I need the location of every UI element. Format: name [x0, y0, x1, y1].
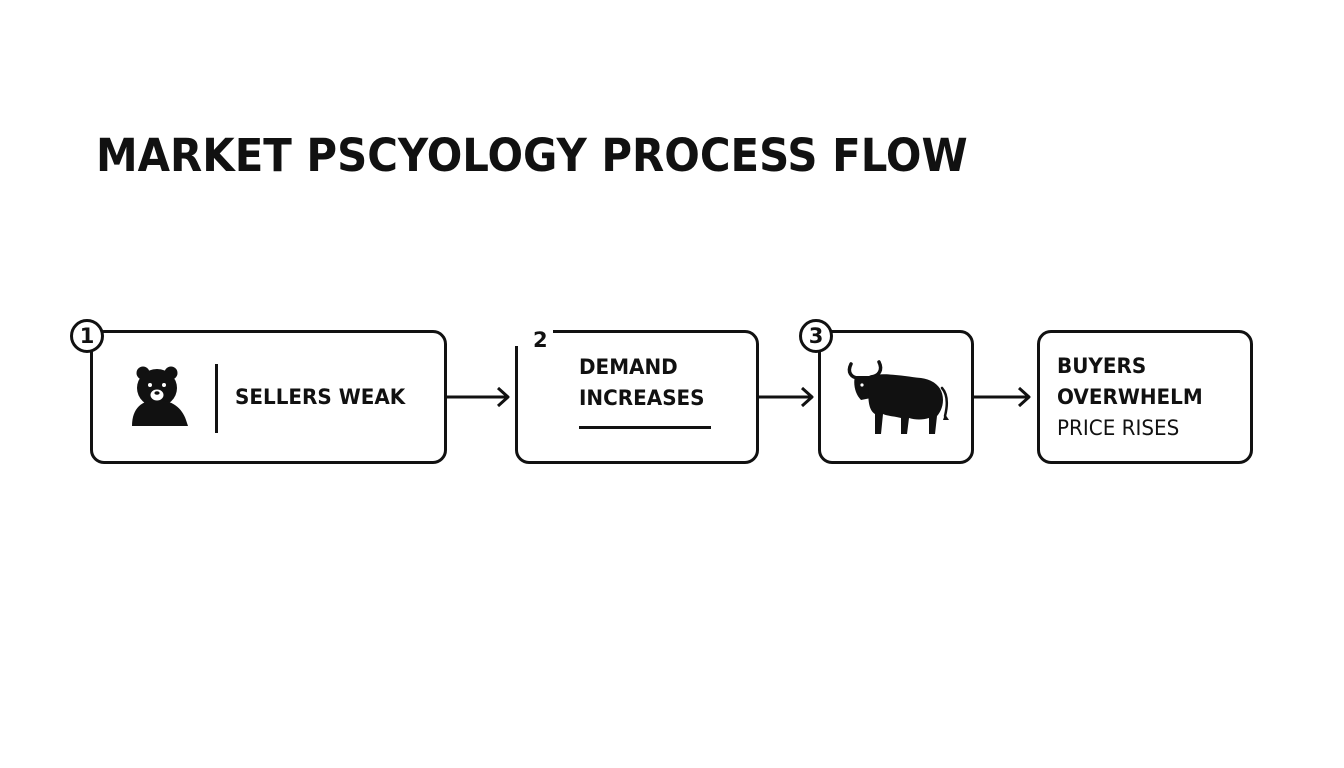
step-1-label: SELLERS WEAK — [235, 385, 406, 409]
arrow-1-to-2 — [446, 386, 510, 408]
step-2-left-tick — [515, 346, 518, 358]
step-1-divider — [215, 364, 218, 433]
step-4-label-line3: PRICE RISES — [1057, 416, 1180, 440]
step-4-label-line1: BUYERS — [1057, 354, 1147, 378]
step-2-underline — [579, 426, 711, 429]
step-2-label-line2: INCREASES — [579, 386, 705, 410]
arrow-3-to-4 — [973, 386, 1031, 408]
step-2-label-line1: DEMAND — [579, 355, 678, 379]
arrow-2-to-3 — [758, 386, 814, 408]
diagram-title: MARKET PSCYOLOGY PROCESS FLOW — [96, 129, 968, 182]
step-1-badge: 1 — [70, 319, 104, 353]
bear-icon — [132, 366, 188, 426]
step-3-badge: 3 — [799, 319, 833, 353]
bull-icon — [847, 360, 949, 434]
step-4-label-line2: OVERWHELM — [1057, 385, 1203, 409]
step-2-number: 2 — [528, 326, 553, 354]
step-4-box — [1037, 330, 1253, 464]
step-2-box — [515, 330, 759, 464]
